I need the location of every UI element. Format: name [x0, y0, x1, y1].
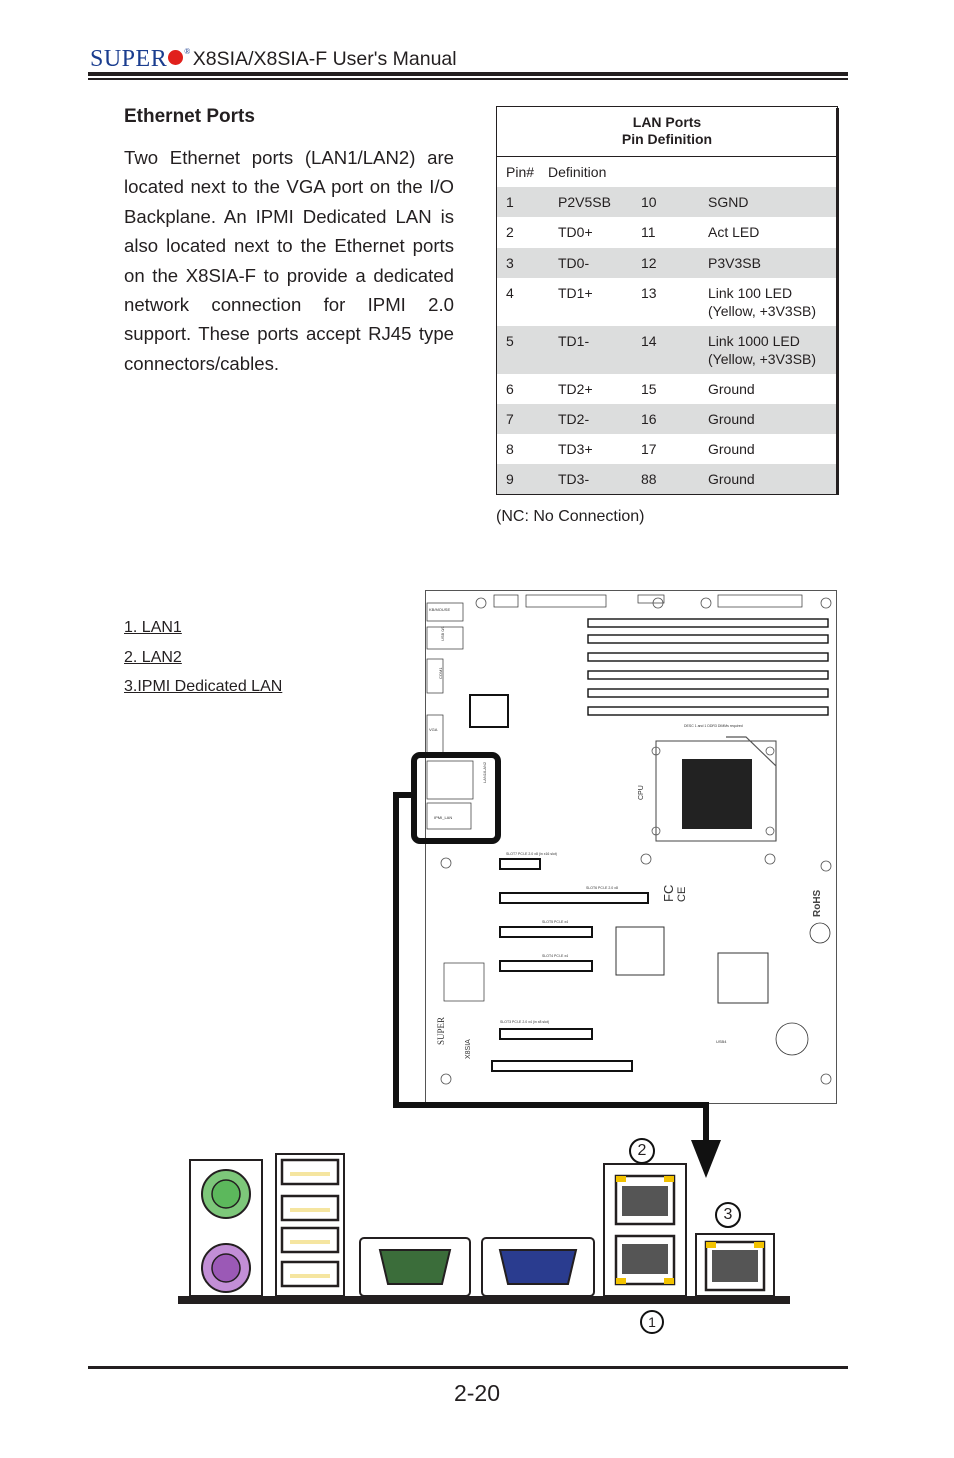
table-row: 8 TD3+ 17 Ground	[497, 434, 837, 464]
cell-pin-a: 1	[506, 194, 514, 210]
serial-port-icon	[378, 1249, 452, 1285]
table-row: 5 TD1- 14 Link 1000 LED(Yellow, +3V3SB)	[497, 326, 837, 374]
cell-pin-b: 12	[641, 255, 657, 271]
cell-def-a: TD0+	[558, 224, 593, 240]
legend-lan1: 1. LAN1	[124, 619, 182, 636]
cell-def-b: Link 100 LED(Yellow, +3V3SB)	[708, 285, 817, 319]
cell-def-a: TD1-	[558, 333, 590, 349]
cell-def-b: Ground	[708, 381, 755, 397]
label-slot6: SLOT6 PCI-E 2.0 x8	[586, 886, 618, 890]
cpu-label: CPU	[638, 785, 645, 800]
board-brand: SUPER	[436, 1017, 446, 1045]
cell-def-a: TD0-	[558, 255, 590, 271]
cell-def-b: Ground	[708, 411, 755, 427]
header-rule-thin	[88, 78, 848, 80]
table-row: 6 TD2+ 15 Ground	[497, 374, 837, 404]
label-dimm-note: DESC 1 and 1 DDR3 DIMMs required	[684, 724, 743, 728]
cell-def-b: SGND	[708, 194, 749, 210]
table-row: 2 TD0+ 11 Act LED	[497, 217, 837, 248]
page-number: 2-20	[453, 1380, 501, 1406]
table-header: Pin# Definition	[497, 157, 837, 187]
cell-def-b: Link 1000 LED(Yellow, +3V3SB)	[708, 333, 817, 367]
section-paragraph: Two Ethernet ports (LAN1/LAN2) are locat…	[124, 147, 454, 374]
table-row: 7 TD2- 16 Ground	[497, 404, 837, 434]
rohs-mark: RoHS	[812, 889, 823, 917]
manual-title: X8SIA/X8SIA-F User's Manual	[192, 48, 457, 70]
io-backplane	[178, 1153, 790, 1304]
cell-pin-b: 13	[641, 285, 657, 301]
label-slot4: SLOT4 PCI-E x4	[542, 954, 568, 958]
header-pin: Pin#	[506, 164, 535, 180]
table-note: (NC: No Connection)	[496, 508, 645, 525]
callout-3: 3	[715, 1202, 741, 1228]
header-rule	[88, 72, 848, 76]
cell-pin-a: 6	[506, 381, 514, 397]
table-row: 9 TD3- 88 Ground	[497, 464, 837, 494]
label-com1: COM1	[438, 667, 443, 679]
cell-pin-b: 15	[641, 381, 657, 397]
page-header: SUPER® X8SIA/X8SIA-F User's Manual	[90, 38, 457, 72]
ce-mark: CE	[676, 887, 688, 902]
cell-pin-a: 3	[506, 255, 514, 271]
fcc-mark: FC	[661, 885, 676, 902]
table-shadow	[836, 108, 839, 495]
cell-pin-b: 10	[641, 194, 657, 210]
callout-2: 2	[629, 1138, 655, 1164]
cell-def-b: P3V3SB	[708, 255, 761, 271]
cell-def-a: TD2-	[558, 411, 590, 427]
legend-lan2: 2. LAN2	[124, 649, 182, 666]
cell-pin-b: 17	[641, 441, 657, 457]
cell-def-b: Ground	[708, 471, 755, 487]
cell-pin-b: 14	[641, 333, 657, 349]
legend-ipmi-lan: 3.IPMI Dedicated LAN	[124, 678, 283, 695]
label-ipmi-lan: IPMI_LAN	[434, 815, 452, 820]
label-usb4: USB4	[716, 1039, 727, 1044]
label-slot5: SLOT5 PCI-E x4	[542, 920, 568, 924]
label-kb-mouse: KB/MOUSE	[429, 607, 450, 612]
label-vga: VGA	[429, 727, 438, 732]
cell-pin-b: 88	[641, 471, 657, 487]
cell-def-a: TD3-	[558, 471, 590, 487]
cell-pin-a: 2	[506, 224, 514, 240]
table-title: LAN Ports Pin Definition	[497, 107, 837, 157]
header-definition: Definition	[548, 164, 607, 180]
label-lan: LAN1/LAN2	[482, 761, 487, 783]
cell-pin-a: 7	[506, 411, 514, 427]
cell-def-b: Act LED	[708, 224, 760, 240]
cell-pin-a: 5	[506, 333, 514, 349]
section-heading: Ethernet Ports	[124, 106, 255, 127]
cell-def-a: TD2+	[558, 381, 593, 397]
brand-logo: SUPER®	[90, 46, 191, 72]
footer-rule	[88, 1366, 848, 1369]
cell-pin-a: 9	[506, 471, 514, 487]
label-slot3: SLOT3 PCI-E 2.0 x4 (in x8 slot)	[500, 1020, 549, 1024]
cell-pin-b: 16	[641, 411, 657, 427]
cell-def-a: TD1+	[558, 285, 593, 301]
cell-pin-a: 8	[506, 441, 514, 457]
motherboard-layout: RoHS FC CE CPU SUPER X8SIA KB/MOUSE VGA …	[425, 590, 837, 1104]
label-slot7: SLOT7 PCI-E 2.0 x8 (in x16 slot)	[506, 852, 557, 856]
table-row: 4 TD1+ 13 Link 100 LED(Yellow, +3V3SB)	[497, 278, 837, 326]
callout-1: 1	[640, 1310, 664, 1334]
motherboard-drawing: RoHS FC CE CPU SUPER X8SIA KB/MOUSE VGA …	[426, 594, 832, 1085]
label-usb: USB 0/1	[440, 625, 445, 641]
table-row: 1 P2V5SB 10 SGND	[497, 187, 837, 217]
cell-def-b: Ground	[708, 441, 755, 457]
brand-dot	[168, 50, 184, 65]
cell-def-a: TD3+	[558, 441, 593, 457]
cell-def-a: P2V5SB	[558, 194, 611, 210]
table-row: 3 TD0- 12 P3V3SB	[497, 248, 837, 278]
cell-pin-a: 4	[506, 285, 514, 301]
board-model: X8SIA	[465, 1039, 472, 1059]
vga-port-icon	[498, 1249, 578, 1285]
cell-pin-b: 11	[641, 224, 656, 240]
